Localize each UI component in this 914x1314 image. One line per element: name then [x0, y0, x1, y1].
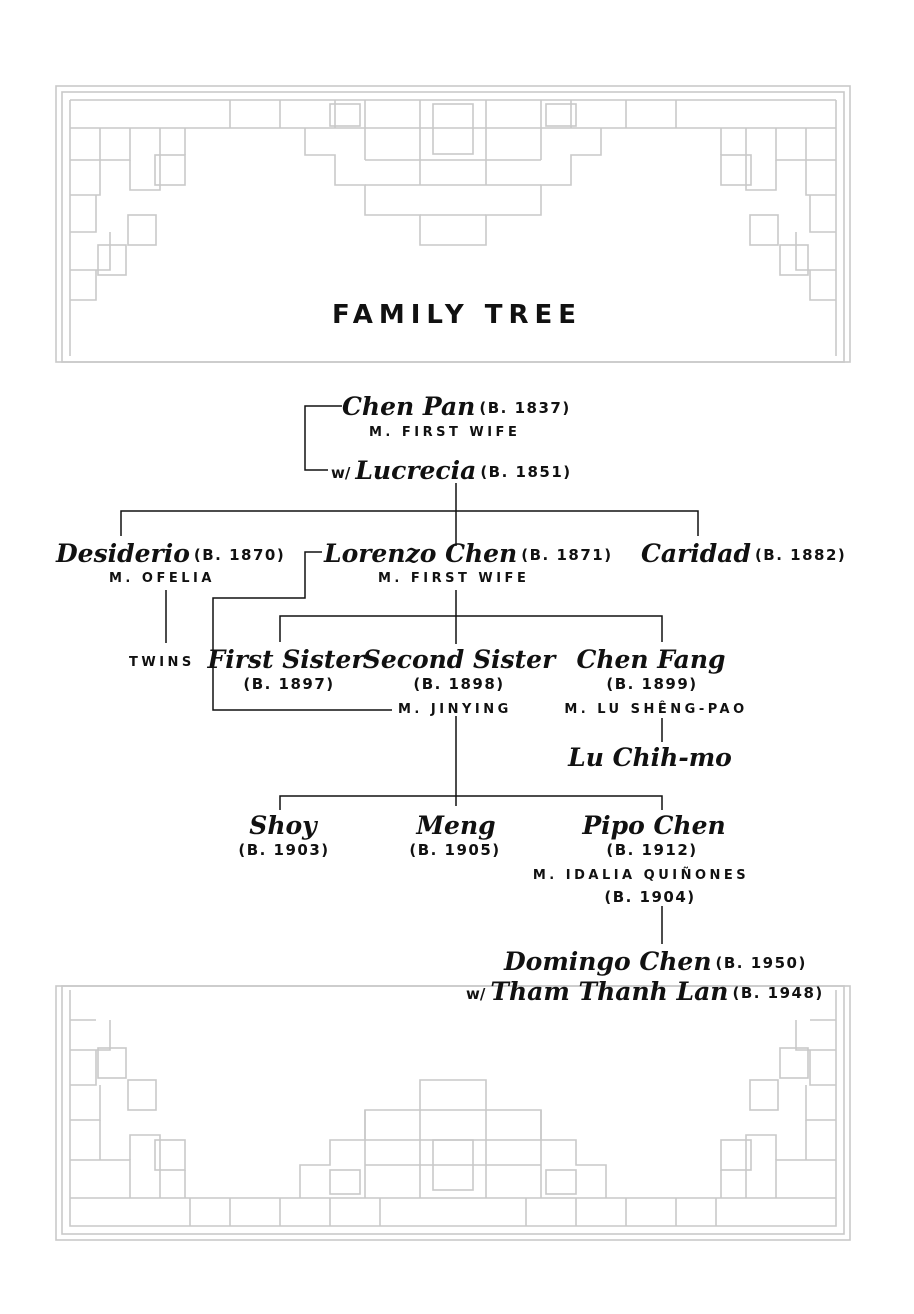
- connector-chenpan-lucrecia: [304, 405, 342, 471]
- connector-gen1-bar: [120, 510, 699, 536]
- name: Lucrecia: [355, 456, 477, 485]
- birth-year: (B. 1870): [193, 546, 286, 564]
- name: Caridad: [641, 539, 751, 568]
- person-meng: Meng: [416, 811, 496, 840]
- spouse-note-pipo: M. IDALIA QUIÑONES: [532, 868, 750, 883]
- birth-year-first-sister: (B. 1897): [243, 675, 335, 693]
- person-lu-chih-mo: Lu Chih-mo: [568, 743, 732, 772]
- spouse-note-chen-pan: M. FIRST WIFE: [369, 425, 521, 440]
- birth-year: (B. 1948): [732, 984, 824, 1002]
- spouse-note-lorenzo: M. FIRST WIFE: [378, 571, 530, 586]
- name: Domingo Chen: [504, 947, 712, 976]
- birth-year: (B. 1950): [715, 954, 807, 972]
- person-shoy: Shoy: [249, 811, 317, 840]
- birth-year: (B. 1851): [480, 463, 572, 481]
- spouse-note-chen-fang: M. LU SHÊNG-PAO: [564, 702, 748, 717]
- birth-year: (B. 1882): [754, 546, 847, 564]
- person-chen-fang: Chen Fang: [576, 645, 726, 674]
- birth-year-pipo: (B. 1912): [606, 841, 698, 859]
- person-tham-thanh-lan: w/Tham Thanh Lan(B. 1948): [466, 979, 824, 1004]
- birth-year-shoy: (B. 1903): [238, 841, 330, 859]
- person-desiderio: Desiderio(B. 1870): [56, 541, 285, 566]
- children-note-twins: TWINS: [129, 655, 195, 670]
- person-first-sister: First Sister: [207, 645, 365, 674]
- person-second-sister: Second Sister: [362, 645, 556, 674]
- with-prefix: w/: [466, 985, 486, 1003]
- birth-year-chen-fang: (B. 1899): [606, 675, 698, 693]
- with-prefix: w/: [331, 464, 351, 482]
- page-title: FAMILY TREE: [331, 300, 583, 330]
- birth-year-idalia: (B. 1904): [604, 888, 696, 906]
- birth-year-meng: (B. 1905): [409, 841, 501, 859]
- person-chen-pan: Chen Pan(B. 1837): [342, 394, 571, 419]
- person-lorenzo-chen: Lorenzo Chen(B. 1871): [324, 541, 613, 566]
- person-caridad: Caridad(B. 1882): [641, 541, 846, 566]
- birth-year-second-sister: (B. 1898): [413, 675, 505, 693]
- connector-lorenzo-jinying: [212, 551, 392, 711]
- birth-year: (B. 1871): [521, 546, 613, 564]
- person-pipo-chen: Pipo Chen: [582, 811, 726, 840]
- person-lucrecia: w/Lucrecia(B. 1851): [331, 458, 572, 483]
- birth-year: (B. 1837): [479, 399, 571, 417]
- name: Desiderio: [56, 539, 190, 568]
- spouse-note-desiderio: M. OFELIA: [109, 571, 215, 586]
- person-domingo-chen: Domingo Chen(B. 1950): [504, 949, 807, 974]
- connector-gen3-bar: [279, 795, 663, 810]
- name: Tham Thanh Lan: [490, 977, 729, 1006]
- connector-gen2-bar: [279, 615, 663, 642]
- name: Lorenzo Chen: [324, 539, 518, 568]
- second-spouse-note-lorenzo: M. JINYING: [398, 702, 512, 717]
- name: Chen Pan: [342, 392, 476, 421]
